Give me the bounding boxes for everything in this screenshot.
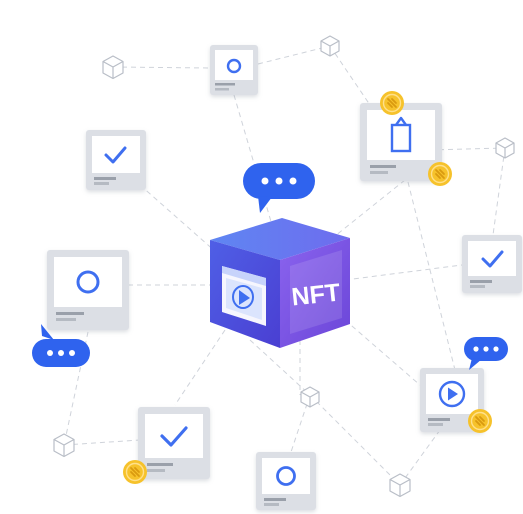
circle-icon [76,270,100,294]
bottom-center-card [256,452,316,510]
nft-label: NFT [290,279,341,312]
box-icon [53,433,75,458]
frame-icon [390,123,412,153]
chat-bubble-icon [464,337,508,370]
play-icon [438,380,466,408]
coin-icon [123,460,147,484]
left-check-card [86,130,146,190]
box-icon [389,473,411,498]
checkmark-icon [481,250,504,268]
circle-icon [226,58,242,74]
coin-icon [380,91,404,115]
bottom-left-check-card [138,407,210,479]
left-circle-card [47,250,129,330]
box-icon [300,386,320,408]
nft-cube: NFT [210,218,350,348]
box-icon [102,55,124,80]
box-icon [495,137,515,159]
chat-bubble-icon [243,163,315,213]
checkmark-icon [104,146,127,164]
right-check-card [462,235,522,293]
node-box-icons [53,35,515,498]
chat-bubble-icon [32,324,90,367]
circle-icon [276,466,296,486]
bottom-right-video-card [420,368,484,432]
top-right-card [360,103,442,181]
box-icon [320,35,340,57]
coin-icon [428,162,452,186]
video-screen-icon [222,266,266,326]
coin-icon [468,409,492,433]
checkmark-icon [160,426,188,447]
top-center-card [210,45,258,95]
